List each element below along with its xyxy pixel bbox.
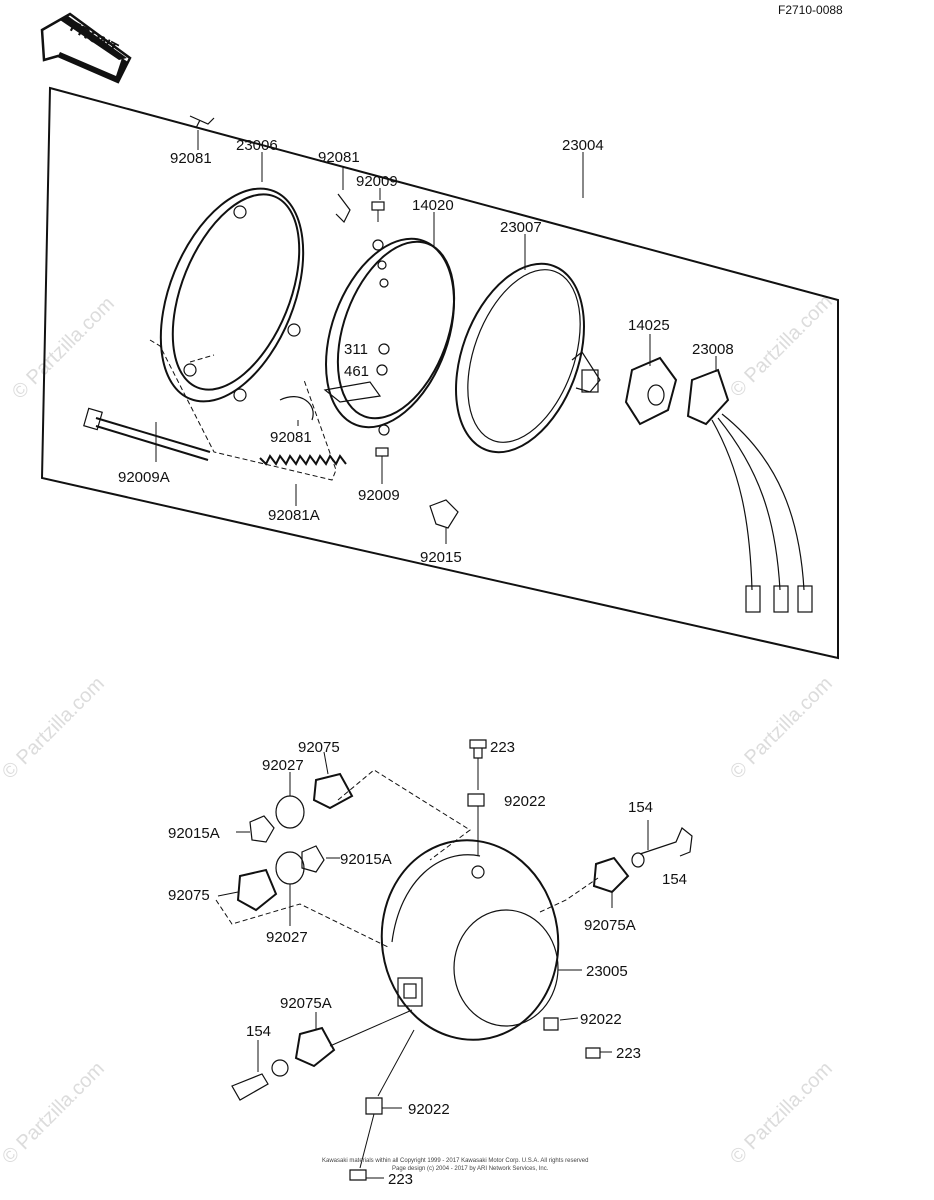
label-92075-b: 92075 (168, 887, 210, 904)
watermark-left-lower: © Partzilla.com (0, 1058, 109, 1169)
bolt-223-bottom (349, 1169, 367, 1181)
label-14025: 14025 (628, 317, 670, 334)
watermark-left-upper: © Partzilla.com (8, 293, 119, 404)
bolt-154-left (231, 1073, 269, 1101)
part-311 (378, 343, 390, 355)
watermarks: © Partzilla.com © Partzilla.com © Partzi… (0, 291, 837, 1169)
socket-wiring (686, 368, 813, 613)
clip-92081-mid (335, 193, 351, 224)
label-92027-b: 92027 (266, 929, 308, 946)
watermark-right-lower: © Partzilla.com (726, 1058, 837, 1169)
label-92081-b: 92081 (318, 149, 360, 166)
upper-labels: 92081 23006 92081 92009 23004 14020 2300… (118, 137, 734, 566)
label-92027-a: 92027 (262, 757, 304, 774)
nut-92015A-right (301, 845, 325, 873)
lower-labels: 92075 92027 223 92022 92015A 154 92015A … (168, 739, 687, 1188)
label-23004: 23004 (562, 137, 604, 154)
label-154-b: 154 (662, 871, 687, 888)
headlight-body-ring (323, 237, 456, 436)
diagram-reference: F2710-0088 (778, 3, 843, 17)
lower-parts (231, 739, 693, 1181)
collar-92022-top (467, 793, 485, 807)
watermark-right-upper: © Partzilla.com (726, 291, 837, 402)
washer-92027-upper (275, 795, 305, 829)
label-92015: 92015 (420, 549, 462, 566)
label-223-b: 223 (616, 1045, 641, 1062)
grommet-92075-upper (312, 772, 354, 810)
watermark-left-mid: © Partzilla.com (0, 673, 109, 784)
nut-92015A-left (249, 815, 275, 843)
label-92022-a: 92022 (504, 793, 546, 810)
label-154-c: 154 (246, 1023, 271, 1040)
label-14020: 14020 (412, 197, 454, 214)
grommet-92075A-right (592, 856, 630, 894)
adjusting-spring (259, 454, 347, 466)
washer-154-right (631, 852, 645, 868)
copyright-line-1: Kawasaki materials within all Copyright … (322, 1158, 588, 1164)
bolt-223-top (469, 739, 487, 759)
collar-92022-bottom (365, 1097, 383, 1115)
label-92015A-b: 92015A (340, 851, 392, 868)
grommet-92075A-left (294, 1026, 336, 1068)
label-23007: 23007 (500, 219, 542, 236)
clip-92081-lower (279, 396, 314, 421)
label-23008: 23008 (692, 341, 734, 358)
label-92075-a: 92075 (298, 739, 340, 756)
label-92075A-b: 92075A (280, 995, 332, 1012)
grommet-92075-lower (236, 868, 278, 912)
headlight-housing (380, 839, 560, 1041)
label-92081A: 92081A (268, 507, 320, 524)
upper-leaders (155, 130, 717, 544)
headlight-rim (159, 187, 305, 403)
label-92009A: 92009A (118, 469, 170, 486)
label-92075A-a: 92075A (584, 917, 636, 934)
bolt-154-right (639, 827, 693, 857)
collar-92022-right (543, 1017, 559, 1031)
socket-boot (624, 356, 678, 426)
clip-92081-top (189, 115, 215, 129)
label-92009-a: 92009 (356, 173, 398, 190)
copyright-line-2: Page design (c) 2004 - 2017 by ARI Netwo… (392, 1166, 549, 1172)
bolt-223-right (585, 1047, 601, 1059)
label-92022-b: 92022 (580, 1011, 622, 1028)
label-223-a: 223 (490, 739, 515, 756)
label-92022-c: 92022 (408, 1101, 450, 1118)
long-bolt (83, 407, 211, 461)
label-92015A-a: 92015A (168, 825, 220, 842)
nut-92015 (429, 499, 459, 529)
part-461 (376, 364, 388, 376)
front-arrow: FRONT (40, 12, 132, 84)
washer-154-left (271, 1059, 289, 1077)
label-223-c: 223 (388, 1171, 413, 1188)
label-92081-c: 92081 (270, 429, 312, 446)
label-23005: 23005 (586, 963, 628, 980)
label-23006: 23006 (236, 137, 278, 154)
label-461: 461 (344, 363, 369, 380)
washer-92027-lower (275, 851, 305, 885)
sealed-beam-unit (455, 262, 601, 454)
label-92009-b: 92009 (358, 487, 400, 504)
upper-assembly-panel (40, 86, 839, 660)
screw-92009-bottom (375, 447, 389, 468)
label-92081-a: 92081 (170, 150, 212, 167)
lower-leaders (217, 751, 649, 1179)
label-311: 311 (344, 341, 368, 358)
watermark-right-mid: © Partzilla.com (726, 673, 837, 784)
screw-92009-top (371, 201, 385, 222)
label-154-a: 154 (628, 799, 653, 816)
